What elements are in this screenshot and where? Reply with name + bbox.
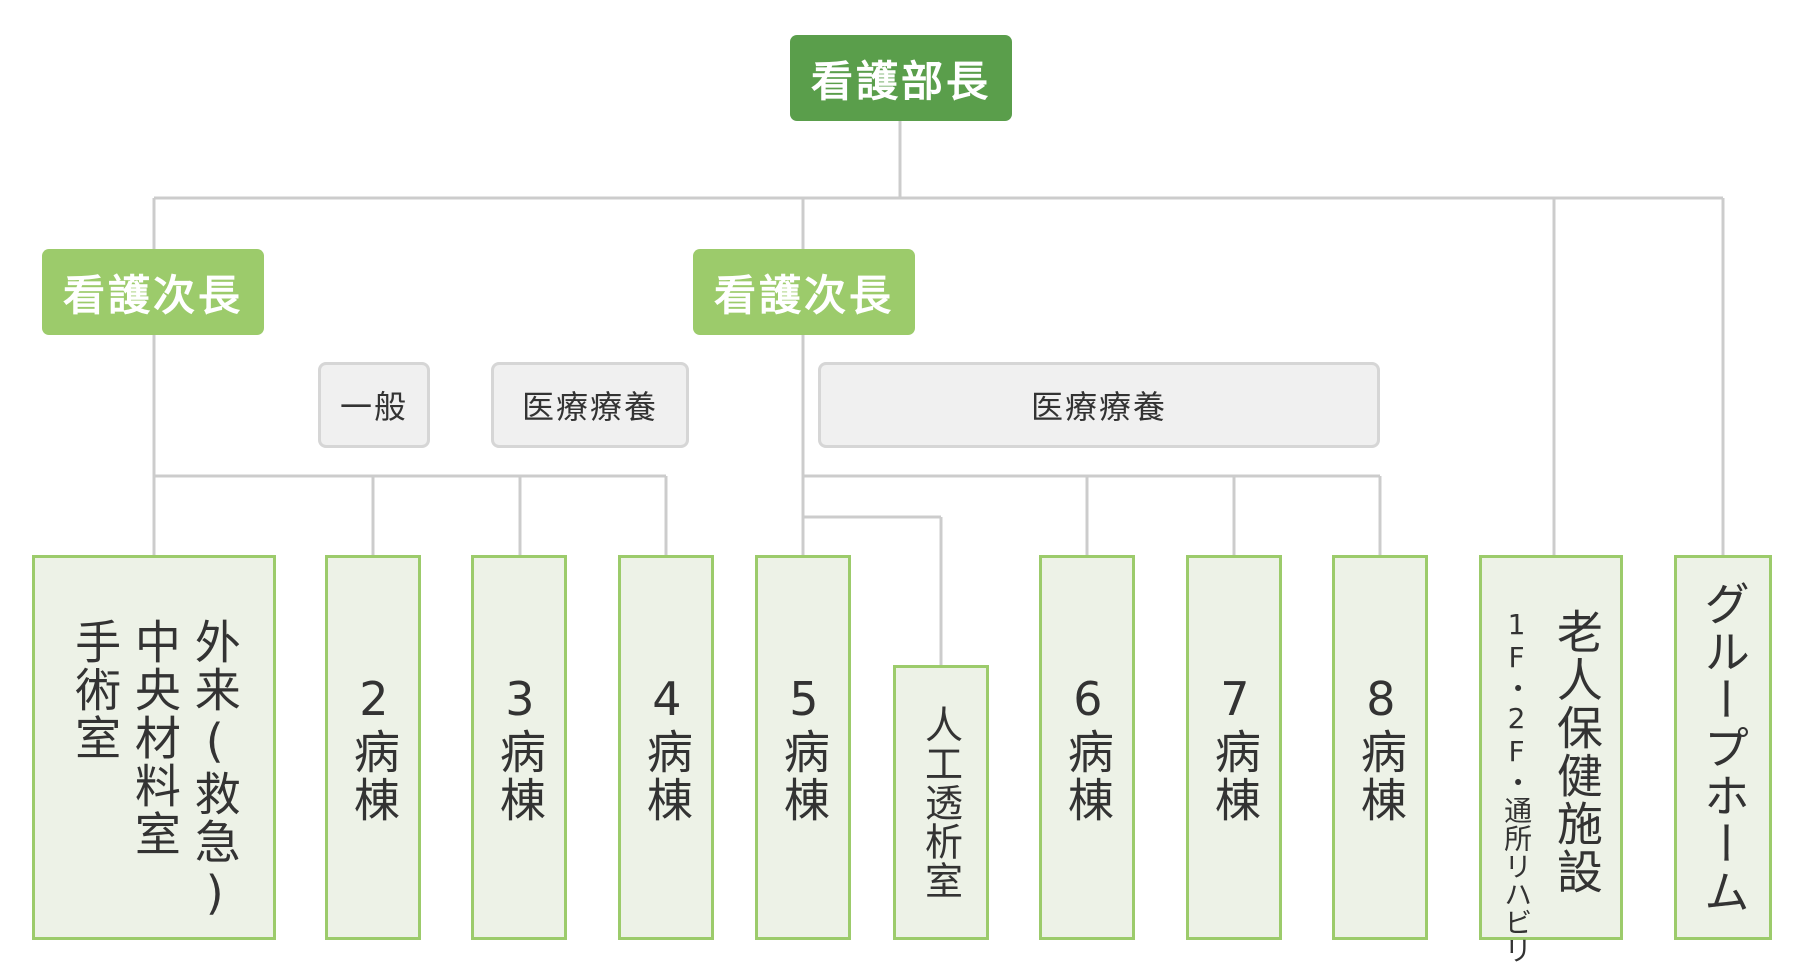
dialysis-room-label: 人工透析室	[918, 705, 963, 900]
category-medical-care-right-box: 医療療養	[818, 362, 1380, 448]
dialysis-room-box: 人工透析室	[893, 665, 989, 940]
ward-8-box: 8病棟	[1332, 555, 1428, 940]
group-home-label: グループホーム	[1696, 579, 1751, 916]
group-home-box: グループホーム	[1674, 555, 1772, 940]
ward-4-label: 4病棟	[639, 671, 694, 824]
outpatient-line-2: 中央材料室	[127, 618, 182, 858]
ward-8-label: 8病棟	[1353, 671, 1408, 824]
geriatric-facility-box: 老人保健施設 1F・2F・通所リハビリ	[1479, 555, 1623, 964]
deputy-director-right-label: 看護次長	[713, 270, 894, 320]
outpatient-line-1: 外来(救急)	[187, 618, 242, 922]
nursing-director-label: 看護部長	[810, 56, 991, 106]
category-general-box: 一般	[318, 362, 430, 448]
category-medical-care-left-box: 医療療養	[491, 362, 689, 448]
deputy-director-left-box: 看護次長	[42, 249, 264, 335]
ward-6-label: 6病棟	[1060, 671, 1115, 824]
ward-2-label: 2病棟	[346, 671, 401, 824]
outpatient-line-3: 手術室	[68, 618, 123, 762]
ward-6-box: 6病棟	[1039, 555, 1135, 940]
deputy-director-left-label: 看護次長	[62, 270, 243, 320]
outpatient-box: 外来(救急) 中央材料室 手術室	[32, 555, 276, 940]
ward-4-box: 4病棟	[618, 555, 714, 940]
ward-3-box: 3病棟	[471, 555, 567, 940]
ward-7-label: 7病棟	[1207, 671, 1262, 824]
category-medical-care-right-label: 医療療養	[1030, 388, 1167, 426]
ward-5-label: 5病棟	[776, 671, 831, 824]
nursing-director-box: 看護部長	[790, 35, 1012, 121]
category-general-label: 一般	[339, 388, 408, 426]
ward-3-label: 3病棟	[492, 671, 547, 824]
category-medical-care-left-label: 医療療養	[521, 388, 658, 426]
ward-7-box: 7病棟	[1186, 555, 1282, 940]
geriatric-facility-sub-label: 1F・2F・通所リハビリ	[1500, 608, 1534, 964]
ward-2-box: 2病棟	[325, 555, 421, 940]
ward-5-box: 5病棟	[755, 555, 851, 940]
deputy-director-right-box: 看護次長	[693, 249, 915, 335]
geriatric-facility-label: 老人保健施設	[1549, 608, 1604, 896]
